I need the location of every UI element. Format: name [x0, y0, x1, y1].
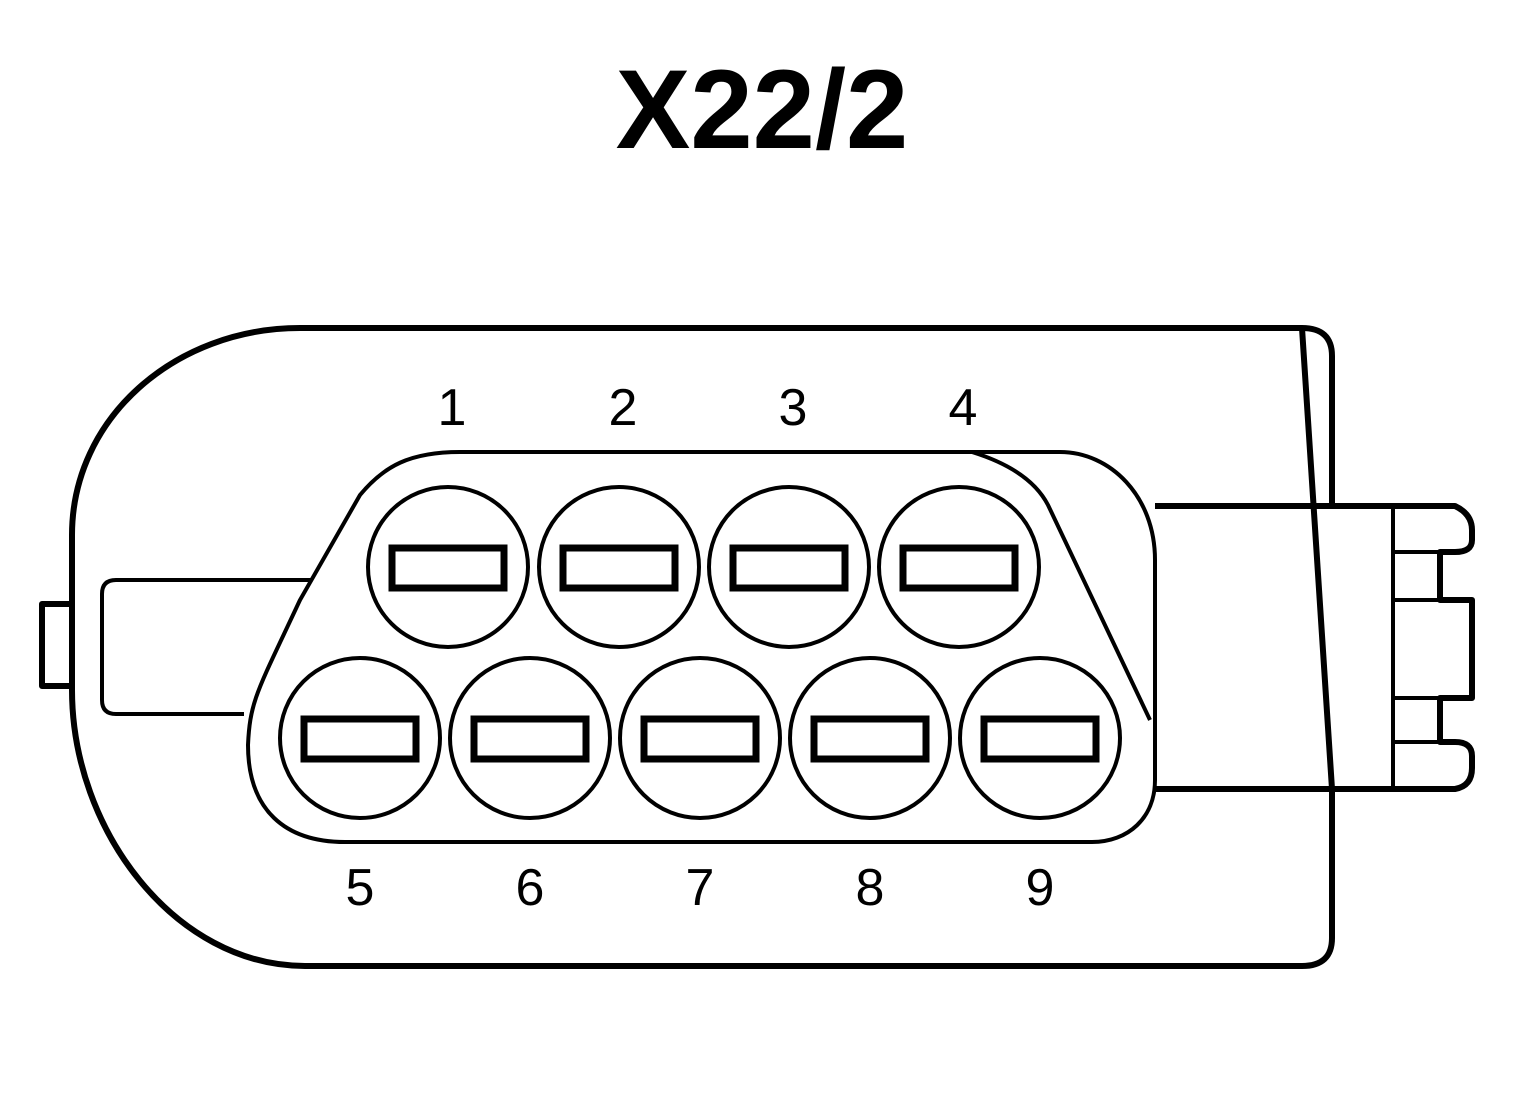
pin-circle	[707, 485, 871, 649]
pin-label-8: 8	[856, 859, 885, 917]
left-latch-tab	[39, 601, 72, 689]
connector-title: X22/2	[616, 47, 909, 172]
pin-cavity-7	[618, 656, 782, 820]
pin-circle	[448, 656, 612, 820]
pin-cavity-5	[278, 656, 442, 820]
pin-cavities	[278, 485, 1122, 820]
pin-circle	[537, 485, 701, 649]
pin-circle	[278, 656, 442, 820]
pin-terminal-slot	[899, 544, 1019, 592]
pin-label-3: 3	[779, 379, 808, 437]
pin-label-1: 1	[438, 379, 467, 437]
connector-housing	[69, 325, 1335, 969]
pin-field-right-edge	[971, 450, 1152, 721]
pin-terminal-slot	[640, 715, 760, 763]
pin-cavity-9	[958, 656, 1122, 820]
pin-circle	[366, 485, 530, 649]
pin-cavity-4	[877, 485, 1041, 649]
right-latch-divider	[1391, 506, 1440, 789]
pin-label-9: 9	[1026, 859, 1055, 917]
pin-label-4: 4	[949, 379, 978, 437]
pin-terminal-slot	[559, 544, 679, 592]
pin-cavity-8	[788, 656, 952, 820]
pin-circle	[788, 656, 952, 820]
pin-labels: 1 2 3 4 5 6 7 8 9	[346, 379, 1055, 917]
pin-label-2: 2	[609, 379, 638, 437]
pin-cavity-2	[537, 485, 701, 649]
pin-cavity-3	[707, 485, 871, 649]
pin-circle	[618, 656, 782, 820]
pin-circle	[877, 485, 1041, 649]
pin-label-6: 6	[516, 859, 545, 917]
pin-terminal-slot	[470, 715, 590, 763]
pin-field-outline	[245, 450, 1157, 844]
pin-label-7: 7	[686, 859, 715, 917]
pin-terminal-slot	[388, 544, 508, 592]
pin-cavity-6	[448, 656, 612, 820]
pin-terminal-slot	[729, 544, 849, 592]
pin-terminal-slot	[810, 715, 930, 763]
pin-cavity-1	[366, 485, 530, 649]
right-latch	[1155, 503, 1475, 792]
pin-label-5: 5	[346, 859, 375, 917]
pin-circle	[958, 656, 1122, 820]
pin-terminal-slot	[300, 715, 420, 763]
pin-terminal-slot	[980, 715, 1100, 763]
left-key-channel	[100, 578, 312, 716]
